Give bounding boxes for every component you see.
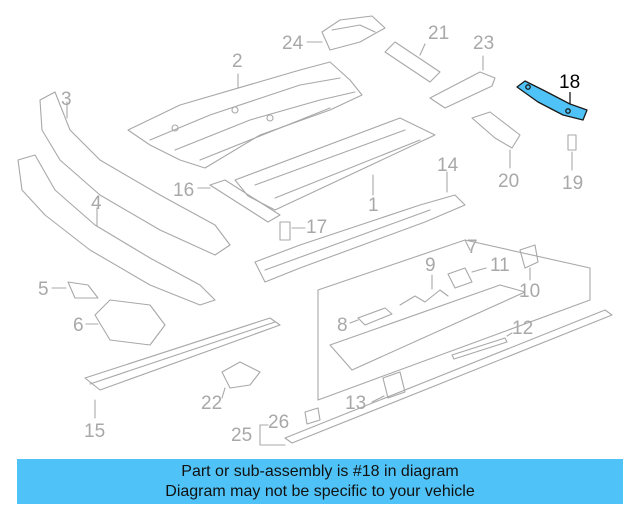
callout-26: 26 — [268, 412, 290, 433]
part-22-bracket — [221, 361, 261, 399]
part-23-bracket — [429, 55, 496, 109]
callout-25: 25 — [231, 425, 253, 446]
part-25-strip — [259, 309, 613, 446]
info-banner: Part or sub-assembly is #18 in diagram D… — [17, 459, 623, 504]
part-26-clip — [304, 407, 321, 425]
callout-22: 22 — [201, 393, 223, 414]
callout-17: 17 — [306, 217, 328, 238]
part-15-rail — [84, 317, 281, 419]
part-13-bracket — [371, 371, 406, 403]
part-3-side-member — [39, 91, 231, 256]
callout-11: 11 — [490, 255, 510, 276]
part-18-highlighted-bracket — [516, 80, 588, 121]
callout-21: 21 — [428, 23, 450, 44]
part-16-rail — [197, 179, 281, 223]
callout-15: 15 — [84, 421, 106, 442]
part-6-bracket — [85, 299, 166, 346]
callout-14: 14 — [437, 155, 459, 176]
part-24-bracket — [306, 15, 386, 51]
callout-13: 13 — [345, 393, 367, 414]
part-11-bracket — [447, 267, 487, 289]
callout-7: 7 — [467, 237, 478, 258]
callout-9: 9 — [425, 255, 436, 276]
part-5-plate — [51, 281, 99, 299]
part-20-bracket — [471, 111, 521, 169]
callout-2: 2 — [232, 51, 243, 72]
callout-6: 6 — [73, 315, 84, 336]
banner-line-disclaimer: Diagram may not be specific to your vehi… — [165, 482, 475, 500]
part-12-strip — [451, 332, 513, 360]
parts-diagram — [17, 15, 613, 446]
callout-16: 16 — [173, 180, 195, 201]
part-21-bracket — [384, 41, 441, 83]
part-7-group — [317, 239, 591, 401]
part-1-rear-floor — [234, 117, 436, 211]
callout-1: 1 — [368, 195, 379, 216]
part-9-clip — [399, 274, 449, 306]
callout-19: 19 — [562, 173, 584, 194]
callout-4: 4 — [91, 193, 102, 214]
part-14-sill — [254, 171, 466, 283]
part-2-floor-pan — [127, 61, 363, 169]
callout-5: 5 — [38, 279, 49, 300]
callout-24: 24 — [282, 33, 304, 54]
banner-line-part: Part or sub-assembly is #18 in diagram — [181, 462, 459, 480]
part-17-bolt — [279, 221, 306, 241]
callout-18: 18 — [559, 72, 581, 93]
callout-3: 3 — [61, 89, 72, 110]
callout-12: 12 — [512, 318, 534, 339]
part-10-bracket — [519, 244, 539, 281]
callout-20: 20 — [498, 171, 520, 192]
part-8-bracket — [349, 307, 393, 326]
part-4-side-member — [17, 154, 216, 306]
callout-10: 10 — [519, 281, 541, 302]
callout-8: 8 — [337, 315, 348, 336]
part-19-bolt — [567, 134, 577, 171]
callout-23: 23 — [473, 33, 495, 54]
